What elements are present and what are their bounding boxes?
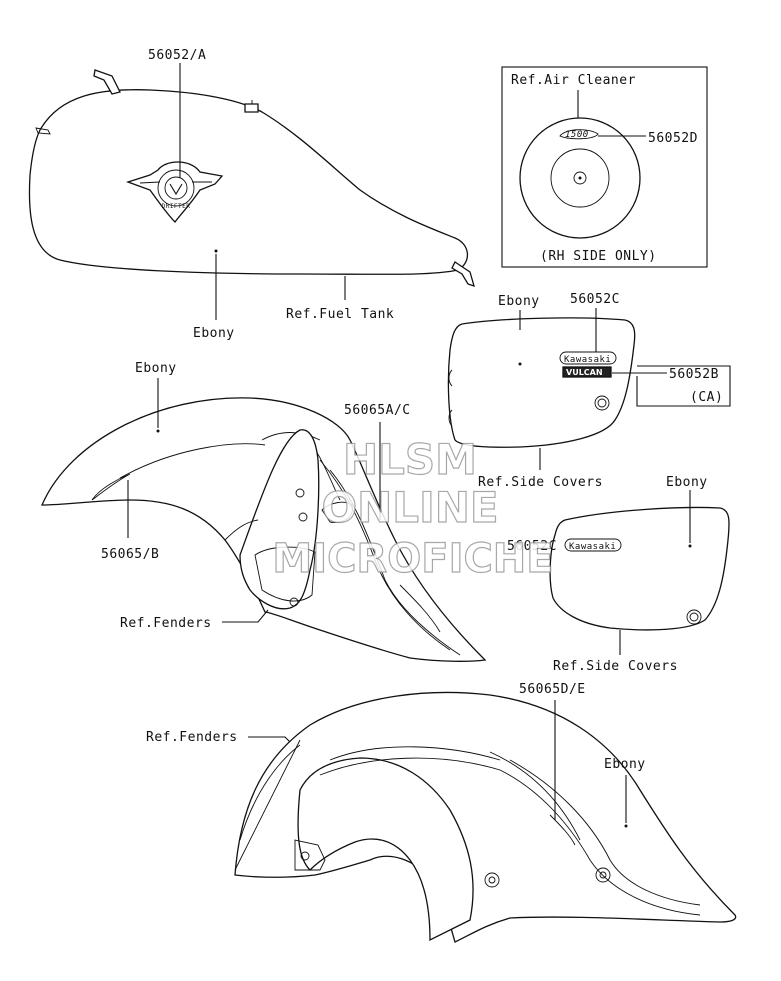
- air-cleaner-box: 1500: [501, 66, 708, 268]
- watermark-line-1: HLSM: [343, 435, 477, 484]
- kawasaki-emblem-1: Kawasaki: [564, 355, 611, 365]
- side-cover-2-part-c: 56052C: [507, 539, 557, 554]
- kawasaki-emblem-2: Kawasaki: [569, 542, 616, 552]
- vulcan-emblem: VULCAN: [566, 368, 603, 377]
- watermark: HLSM ONLINE MICROFICHE: [272, 434, 554, 582]
- front-fender-ref: Ref.Fenders: [120, 616, 212, 631]
- tank-ref-label: Ref.Fuel Tank: [286, 307, 394, 322]
- air-cleaner-ref-label: Ref.Air Cleaner: [511, 73, 636, 88]
- air-cleaner-badge: [559, 129, 599, 140]
- side-cover-upper: Kawasaki VULCAN: [447, 317, 636, 448]
- side-cover-1-ca: (CA): [690, 390, 723, 405]
- front-fender: [41, 397, 487, 662]
- tank-badge-text: DRIFTER: [162, 203, 191, 210]
- fuel-tank: DRIFTER: [28, 69, 475, 288]
- side-cover-2-color: Ebony: [666, 475, 708, 490]
- rear-fender-part: 56065D/E: [519, 682, 586, 697]
- watermark-line-3: MICROFICHE: [272, 536, 553, 582]
- front-fender-part-b: 56065/B: [101, 547, 159, 562]
- tank-emblem: DRIFTER: [125, 161, 224, 224]
- air-cleaner-note: (RH SIDE ONLY): [540, 249, 657, 264]
- tank-part-number: 56052/A: [148, 48, 206, 63]
- side-cover-lower: Kawasaki: [549, 506, 730, 631]
- rear-fender-color: Ebony: [604, 757, 646, 772]
- front-fender-color: Ebony: [135, 361, 177, 376]
- watermark-line-2: ONLINE: [321, 483, 498, 532]
- side-cover-1-ref: Ref.Side Covers: [478, 475, 603, 490]
- air-cleaner-badge-text: 1500: [565, 130, 589, 140]
- side-cover-2-ref: Ref.Side Covers: [553, 659, 678, 674]
- side-cover-1-part-c: 56052C: [570, 292, 620, 307]
- side-cover-1-color: Ebony: [498, 294, 540, 309]
- tank-color-label: Ebony: [193, 326, 235, 341]
- rear-fender: [234, 691, 737, 943]
- side-cover-1-part-b: 56052B: [669, 367, 719, 382]
- rear-fender-ref: Ref.Fenders: [146, 730, 238, 745]
- front-fender-part-ac: 56065A/C: [344, 403, 411, 418]
- air-cleaner-part-number: 56052D: [648, 131, 698, 146]
